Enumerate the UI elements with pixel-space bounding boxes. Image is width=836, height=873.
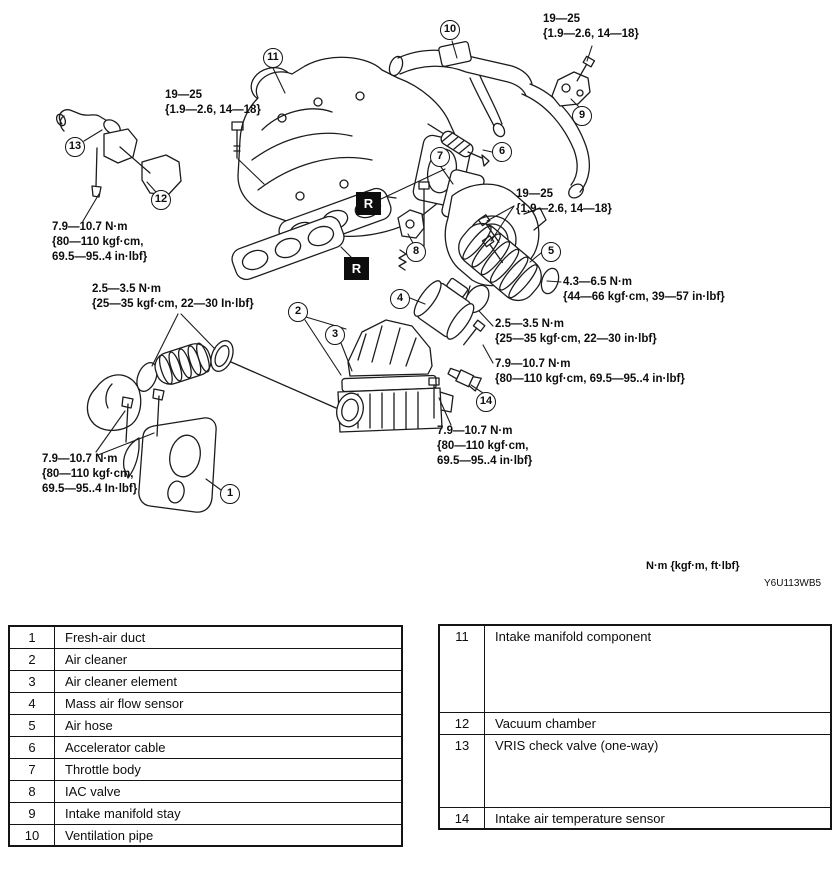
exploded-view-diagram: 1 2 3 4 5 6 7 8 9 10 11 12 13 14 19—25 {…	[42, 13, 822, 589]
table-row: 8 IAC valve	[9, 780, 402, 802]
part-name: Mass air flow sensor	[65, 695, 184, 711]
table-row: 7 Throttle body	[9, 758, 402, 780]
part-name: Intake manifold stay	[65, 805, 181, 821]
part-number: 7	[9, 758, 55, 780]
table-row: 12 Vacuum chamber	[439, 712, 831, 734]
part-number: 12	[439, 712, 485, 734]
callout-11: 11	[263, 48, 283, 68]
table-row: 6 Accelerator cable	[9, 736, 402, 758]
part-name: Intake manifold component	[495, 629, 652, 644]
part-number: 2	[9, 648, 55, 670]
table-row: 13 VRIS check valve (one-way)	[439, 734, 831, 807]
part-number: 3	[9, 670, 55, 692]
vacuum-chamber-drawing	[91, 128, 182, 198]
intake-air-temperature-sensor-drawing	[447, 367, 482, 392]
table-row: 2 Air cleaner	[9, 648, 402, 670]
table-row: 9 Intake manifold stay	[9, 802, 402, 824]
part-number: 10	[9, 824, 55, 846]
torque-label-maf-clamp: 2.5—3.5 N·m {25—35 kgf·cm, 22—30 in·lbf}	[495, 318, 657, 345]
table-row: 3 Air cleaner element	[9, 670, 402, 692]
leader-lines	[82, 40, 593, 491]
torque-label-left: 7.9—10.7 N·m {80—110 kgf·cm, 69.5—95..4 …	[52, 221, 148, 263]
table-row: 1 Fresh-air duct	[9, 626, 402, 648]
callout-5: 5	[541, 242, 561, 262]
intake-manifold-stay-drawing	[551, 71, 591, 107]
torque-label-upper-left: 19—25 {1.9—2.6, 14—18}	[165, 89, 261, 116]
part-number: 1	[9, 626, 55, 648]
callout-6: 6	[492, 142, 512, 162]
callout-3: 3	[325, 325, 345, 345]
callout-1: 1	[220, 484, 240, 504]
part-number: 5	[9, 714, 55, 736]
mass-air-flow-sensor-drawing	[413, 277, 490, 340]
parts-table-left: 1 Fresh-air duct 2 Air cleaner 3 Air cleane…	[8, 625, 403, 847]
part-number: 13	[439, 734, 485, 807]
table-row: 11 Intake manifold component	[439, 625, 831, 712]
part-name: Air hose	[65, 717, 113, 733]
reference-marker-r-2: R	[344, 257, 369, 280]
torque-label-top-right: 19—25 {1.9—2.6, 14—18}	[543, 13, 639, 40]
part-name: Ventilation pipe	[65, 827, 154, 843]
torque-label-air-hose: 4.3—6.5 N·m {44—66 kgf·cm, 39—57 in·lbf}	[563, 276, 725, 303]
parts-table-right: 11 Intake manifold component 12 Vacuum cha…	[438, 624, 832, 830]
table-row: 14 Intake air temperature sensor	[439, 807, 831, 829]
diagram-artwork	[55, 40, 596, 513]
part-number: 11	[439, 625, 485, 712]
callout-10: 10	[440, 20, 460, 40]
part-name: Throttle body	[65, 761, 141, 777]
ventilation-pipe-drawing	[388, 41, 591, 199]
callout-9: 9	[572, 106, 592, 126]
part-name: Intake air temperature sensor	[495, 810, 665, 826]
part-name: Fresh-air duct	[65, 630, 146, 645]
part-number: 8	[9, 780, 55, 802]
torque-label-throttle: 19—25 {1.9—2.6, 14—18}	[516, 188, 612, 215]
callout-2: 2	[288, 302, 308, 322]
fresh-air-duct-drawing	[86, 340, 337, 513]
part-number: 14	[439, 807, 485, 829]
part-name: Air cleaner element	[65, 673, 177, 689]
table-row: 4 Mass air flow sensor	[9, 692, 402, 714]
callout-8: 8	[406, 242, 426, 262]
callout-14: 14	[476, 392, 496, 412]
callout-12: 12	[151, 190, 171, 210]
part-number: 9	[9, 802, 55, 824]
callout-7: 7	[430, 147, 450, 167]
air-cleaner-drawing	[336, 319, 454, 433]
part-name: IAC valve	[65, 783, 121, 799]
part-number: 4	[9, 692, 55, 714]
torque-label-bottom-mid: 7.9—10.7 N·m {80—110 kgf·cm, 69.5—95..4 …	[437, 425, 533, 467]
reference-marker-r-1: R	[356, 192, 381, 215]
part-name: Accelerator cable	[65, 739, 166, 755]
torque-label-bottom-left: 7.9—10.7 N·m {80—110 kgf·cm, 69.5—95..4 …	[42, 453, 138, 495]
table-row: 10 Ventilation pipe	[9, 824, 402, 846]
callout-4: 4	[390, 289, 410, 309]
figure-code: Y6U113WB5	[764, 578, 822, 589]
bolt-drawings	[231, 55, 596, 419]
callout-13: 13	[65, 137, 85, 157]
part-name: Vacuum chamber	[495, 715, 596, 731]
accelerator-cable-drawing	[427, 123, 490, 167]
torque-label-duct-clamps: 2.5—3.5 N·m {25—35 kgf·cm, 22—30 In·lbf}	[92, 283, 254, 310]
torque-label-air-cleaner: 7.9—10.7 N·m {80—110 kgf·cm, 69.5—95..4 …	[495, 358, 685, 385]
part-number: 6	[9, 736, 55, 758]
units-note: N·m {kgf·m, ft·lbf}	[646, 560, 740, 572]
table-row: 5 Air hose	[9, 714, 402, 736]
part-name: Air cleaner	[65, 651, 128, 667]
part-name: VRIS check valve (one-way)	[495, 737, 659, 753]
